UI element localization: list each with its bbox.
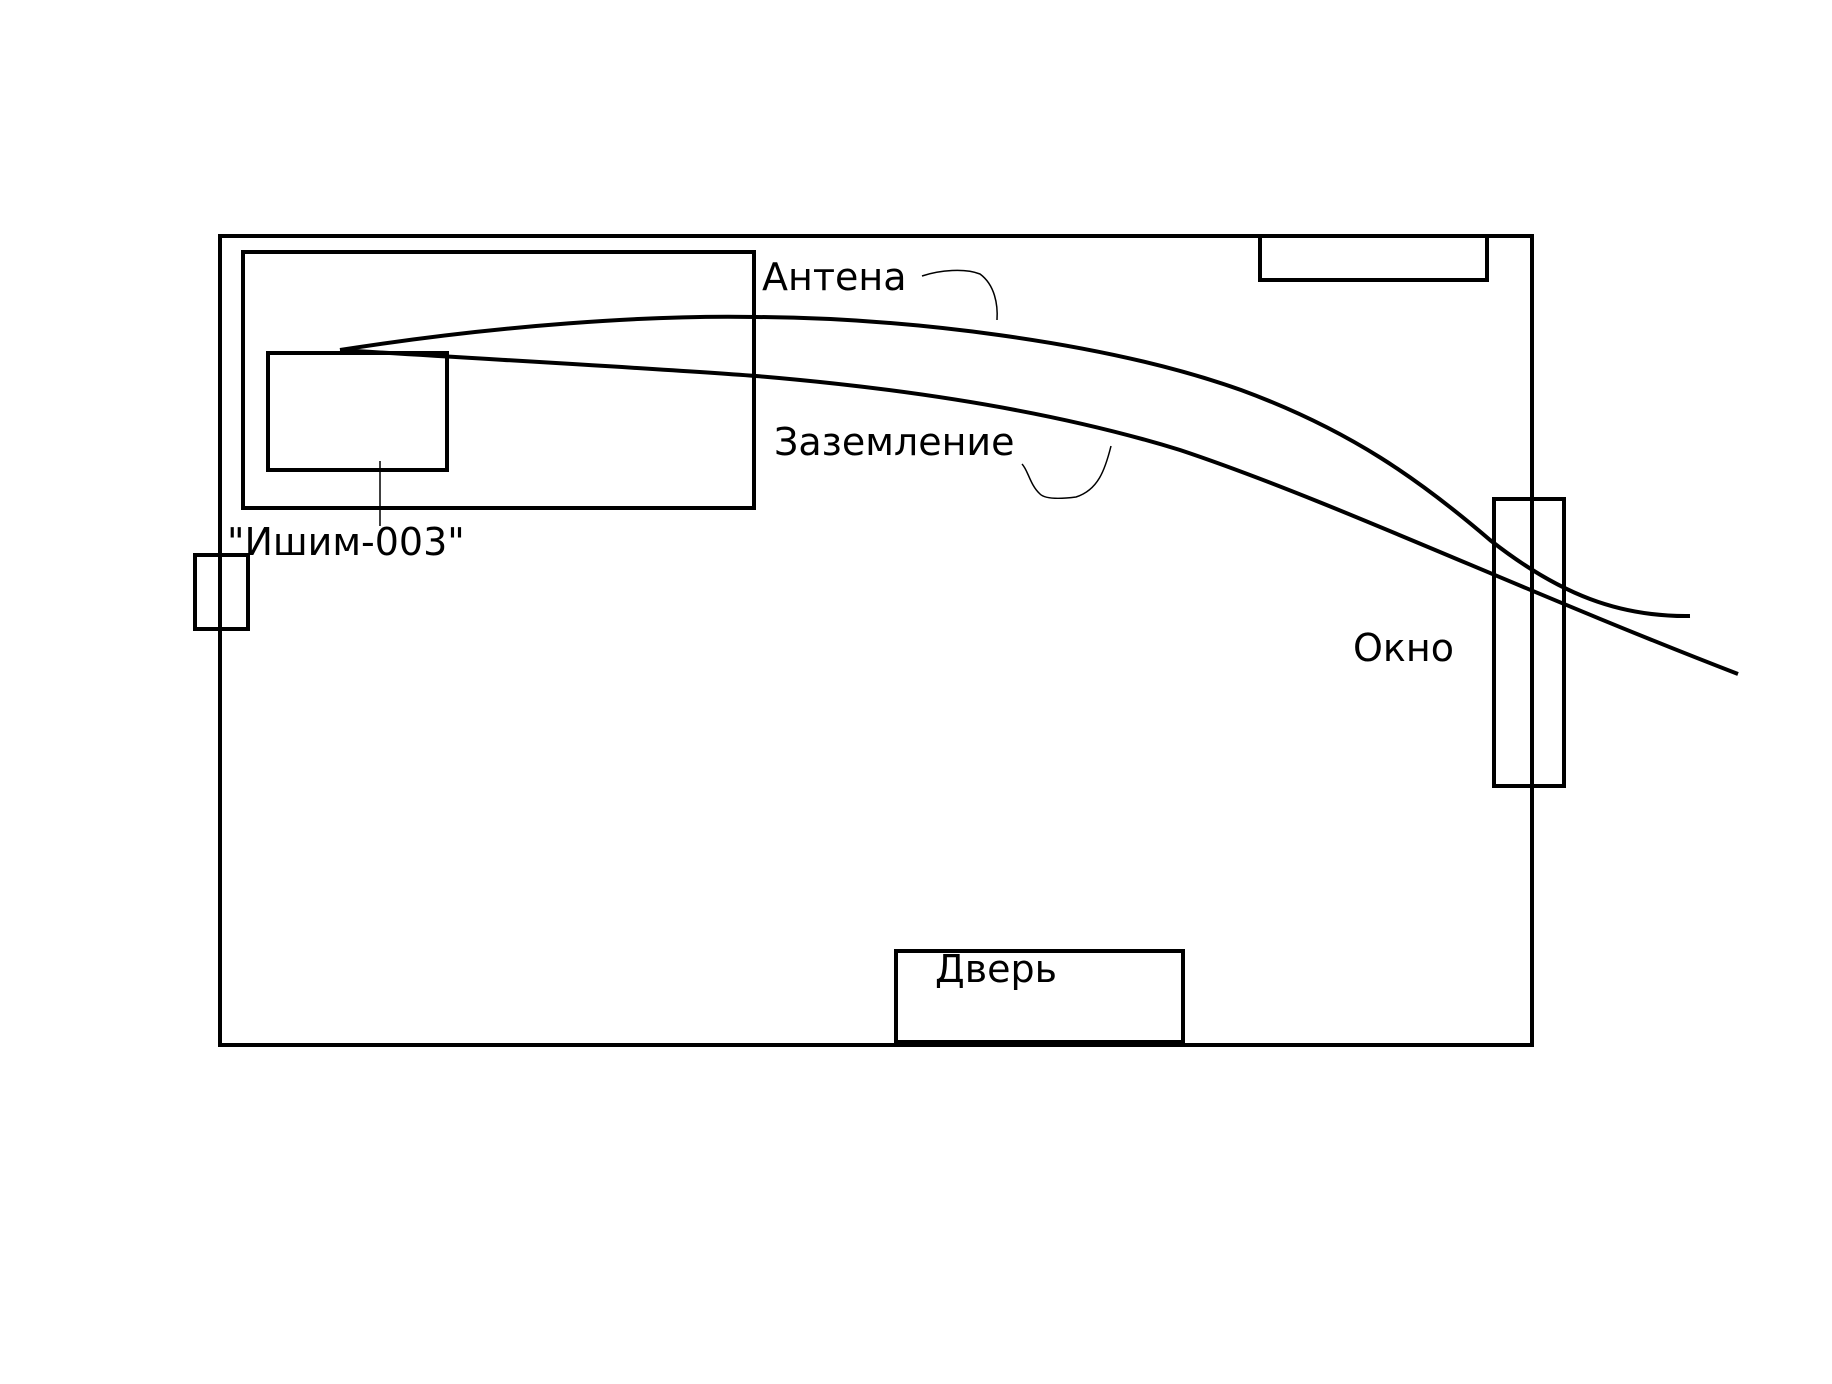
device-box [266, 351, 449, 472]
device-label: "Ишим-003" [227, 520, 465, 564]
ground-cable [339, 348, 1739, 676]
window-label: Окно [1353, 626, 1454, 670]
ground-pointer [1021, 445, 1112, 499]
antenna-cable [339, 314, 1691, 619]
door-label: Дверь [935, 947, 1057, 991]
antenna-label: Антена [762, 255, 907, 299]
antenna-pointer [921, 269, 998, 321]
left-wall-object [193, 553, 250, 631]
window [1492, 497, 1566, 788]
room-outline [218, 234, 1534, 1047]
top-right-object [1258, 234, 1489, 282]
ground-label: Заземление [774, 420, 1015, 464]
desk [241, 250, 756, 510]
door [894, 949, 1185, 1044]
